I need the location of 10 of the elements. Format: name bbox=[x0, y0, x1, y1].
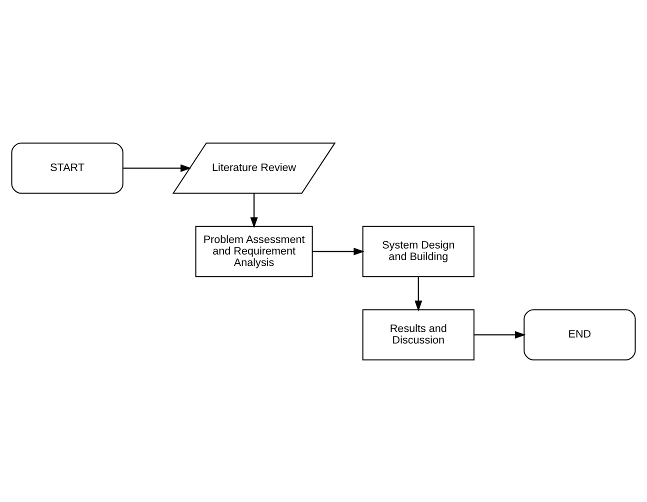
arrow bbox=[414, 276, 422, 311]
arrow bbox=[474, 330, 526, 338]
arrow bbox=[123, 164, 192, 172]
node-box: END bbox=[524, 308, 636, 360]
arrow bbox=[312, 247, 364, 255]
node-box: START bbox=[11, 142, 124, 194]
node-box: Results and Discussion bbox=[362, 308, 474, 360]
node-box: System Design and Building bbox=[362, 225, 474, 277]
node-box: Problem Assessment and Requirement Analysis bbox=[195, 225, 313, 277]
arrow bbox=[250, 192, 258, 228]
